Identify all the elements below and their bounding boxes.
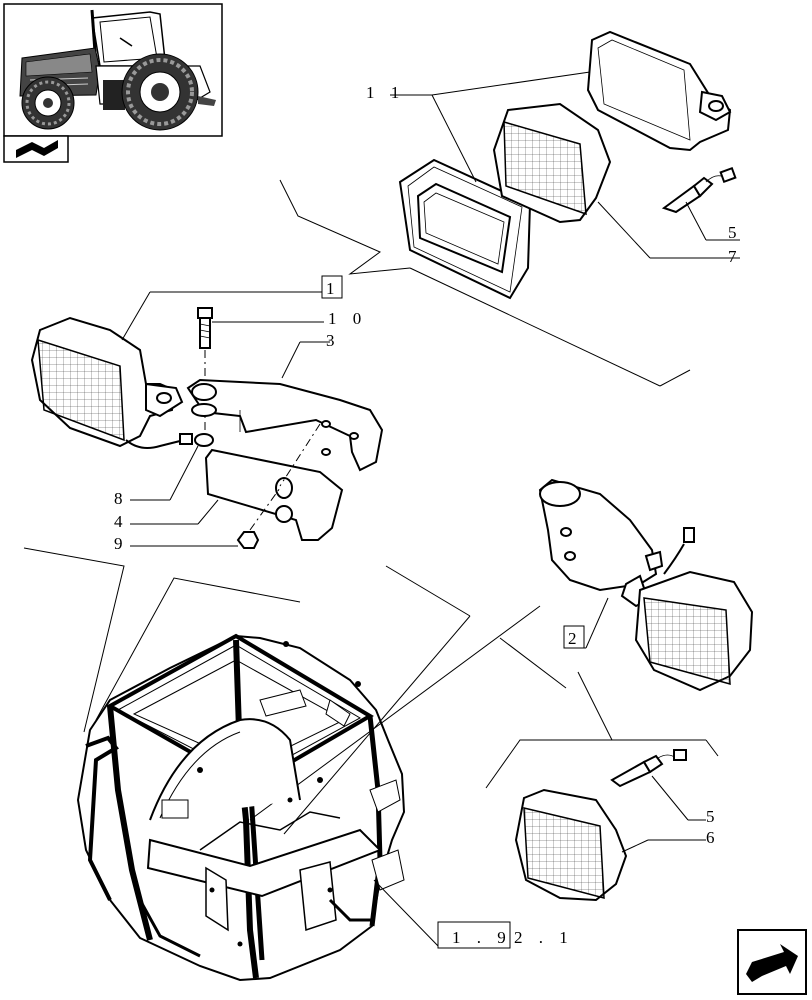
light-bezel-frame <box>398 158 532 300</box>
book-section-icon <box>3 135 69 163</box>
callout-7: 7 <box>728 247 743 266</box>
reference-box <box>437 921 511 949</box>
callout-1: 1 <box>326 279 341 298</box>
callout-2: 2 <box>568 629 583 648</box>
callout-5-upper: 5 <box>728 223 743 242</box>
callout-3: 3 <box>326 331 341 350</box>
work-light-housing <box>586 30 732 152</box>
callout-10: 1 0 <box>328 309 367 328</box>
reference-section-boxed: 1 . 9 <box>452 928 512 947</box>
left-work-lamp <box>30 316 193 449</box>
callout-4: 4 <box>114 512 129 531</box>
callout-5-lower: 5 <box>706 807 721 826</box>
callout-box-2 <box>563 625 585 649</box>
reference-section-rest: 2 . 1 <box>514 928 574 947</box>
nut-icon <box>236 531 260 549</box>
washer-icon <box>194 433 214 447</box>
callout-8: 8 <box>114 489 129 508</box>
mounting-bracket-upper <box>186 378 384 472</box>
lower-work-lamp <box>514 788 628 902</box>
bulb-icon-lower <box>610 749 687 788</box>
right-work-lamp-assembly <box>538 478 754 692</box>
bulb-icon <box>661 166 737 214</box>
tractor-cab-frame <box>76 633 406 982</box>
callout-9: 9 <box>114 534 129 553</box>
callout-11: 1 1 <box>366 83 405 102</box>
callout-6: 6 <box>706 828 721 847</box>
bolt-icon <box>197 307 213 349</box>
work-lamp-unit <box>492 102 612 224</box>
mounting-bracket-lower <box>204 448 344 541</box>
next-page-arrow-icon[interactable] <box>737 929 807 995</box>
callout-box-1 <box>321 275 343 299</box>
tractor-thumbnail-icon <box>3 3 223 137</box>
